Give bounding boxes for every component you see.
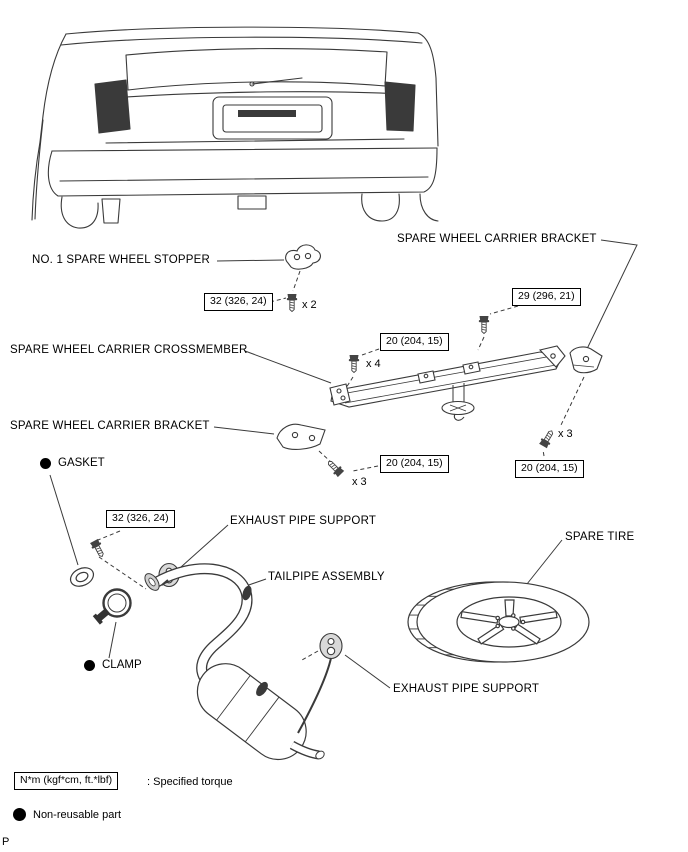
bolt-icon xyxy=(478,315,490,334)
torque-spec-crossmember: 20 (204, 15) xyxy=(380,333,449,351)
page-marker: P xyxy=(2,836,10,848)
legend-non-reusable-row: Non-reusable part xyxy=(13,808,121,821)
bolt-icon xyxy=(286,293,298,312)
label-carrier-bracket-left: SPARE WHEEL CARRIER BRACKET xyxy=(10,420,210,432)
torque-spec-flange: 32 (326, 24) xyxy=(106,510,175,528)
label-gasket-row: GASKET xyxy=(40,457,105,469)
label-carrier-bracket-top: SPARE WHEEL CARRIER BRACKET xyxy=(397,233,597,245)
non-reusable-bullet xyxy=(13,808,26,821)
torque-spec-bracket-right: 20 (204, 15) xyxy=(515,460,584,478)
label-spare-tire: SPARE TIRE xyxy=(565,531,635,543)
exhaust-support-lower-part xyxy=(319,632,343,660)
assembly-dashed-lines xyxy=(97,270,585,661)
spare-tire-part xyxy=(407,581,590,663)
torque-spec-stopper: 32 (326, 24) xyxy=(204,293,273,311)
legend-torque-symbol-box: N*m (kgf*cm, ft.*lbf) xyxy=(14,772,119,790)
bolt-count-crossmember: x 4 xyxy=(366,358,381,370)
carrier-bracket-left-part xyxy=(276,423,326,450)
label-exhaust-support-upper: EXHAUST PIPE SUPPORT xyxy=(230,515,377,527)
spare-wheel-stopper-part xyxy=(285,244,321,270)
bolt-icon xyxy=(538,427,557,450)
bolt-count-bracket-right: x 3 xyxy=(558,428,573,440)
legend-torque-meaning: : Specified torque xyxy=(147,776,233,788)
bolt-count-bracket-mid: x 3 xyxy=(352,476,367,488)
non-reusable-bullet xyxy=(84,659,95,671)
bolt-icon xyxy=(348,354,360,373)
vehicle-rear-illustration xyxy=(31,26,439,229)
label-clamp: CLAMP xyxy=(102,659,142,671)
label-spare-wheel-stopper: NO. 1 SPARE WHEEL STOPPER xyxy=(32,254,210,266)
label-clamp-row: CLAMP xyxy=(84,659,142,671)
label-tailpipe-assembly: TAILPIPE ASSEMBLY xyxy=(268,571,385,583)
torque-spec-bracket-mid: 20 (204, 15) xyxy=(380,455,449,473)
label-gasket: GASKET xyxy=(58,457,105,469)
bolt-icon xyxy=(88,538,108,560)
leader-lines xyxy=(49,239,638,689)
bolt-icon xyxy=(324,457,346,479)
gasket-part xyxy=(69,567,95,587)
bolt-count-stopper: x 2 xyxy=(302,299,317,311)
legend-non-reusable-text: Non-reusable part xyxy=(33,808,122,821)
torque-spec-carrier-upper: 29 (296, 21) xyxy=(512,288,581,306)
label-carrier-crossmember: SPARE WHEEL CARRIER CROSSMEMBER xyxy=(10,344,248,356)
carrier-bracket-right-part xyxy=(569,346,603,374)
clamp-part xyxy=(92,588,132,625)
label-exhaust-support-lower: EXHAUST PIPE SUPPORT xyxy=(393,683,540,695)
crossmember-part xyxy=(329,345,566,421)
non-reusable-bullet xyxy=(40,457,51,469)
tailpipe-assembly-part xyxy=(144,563,332,761)
